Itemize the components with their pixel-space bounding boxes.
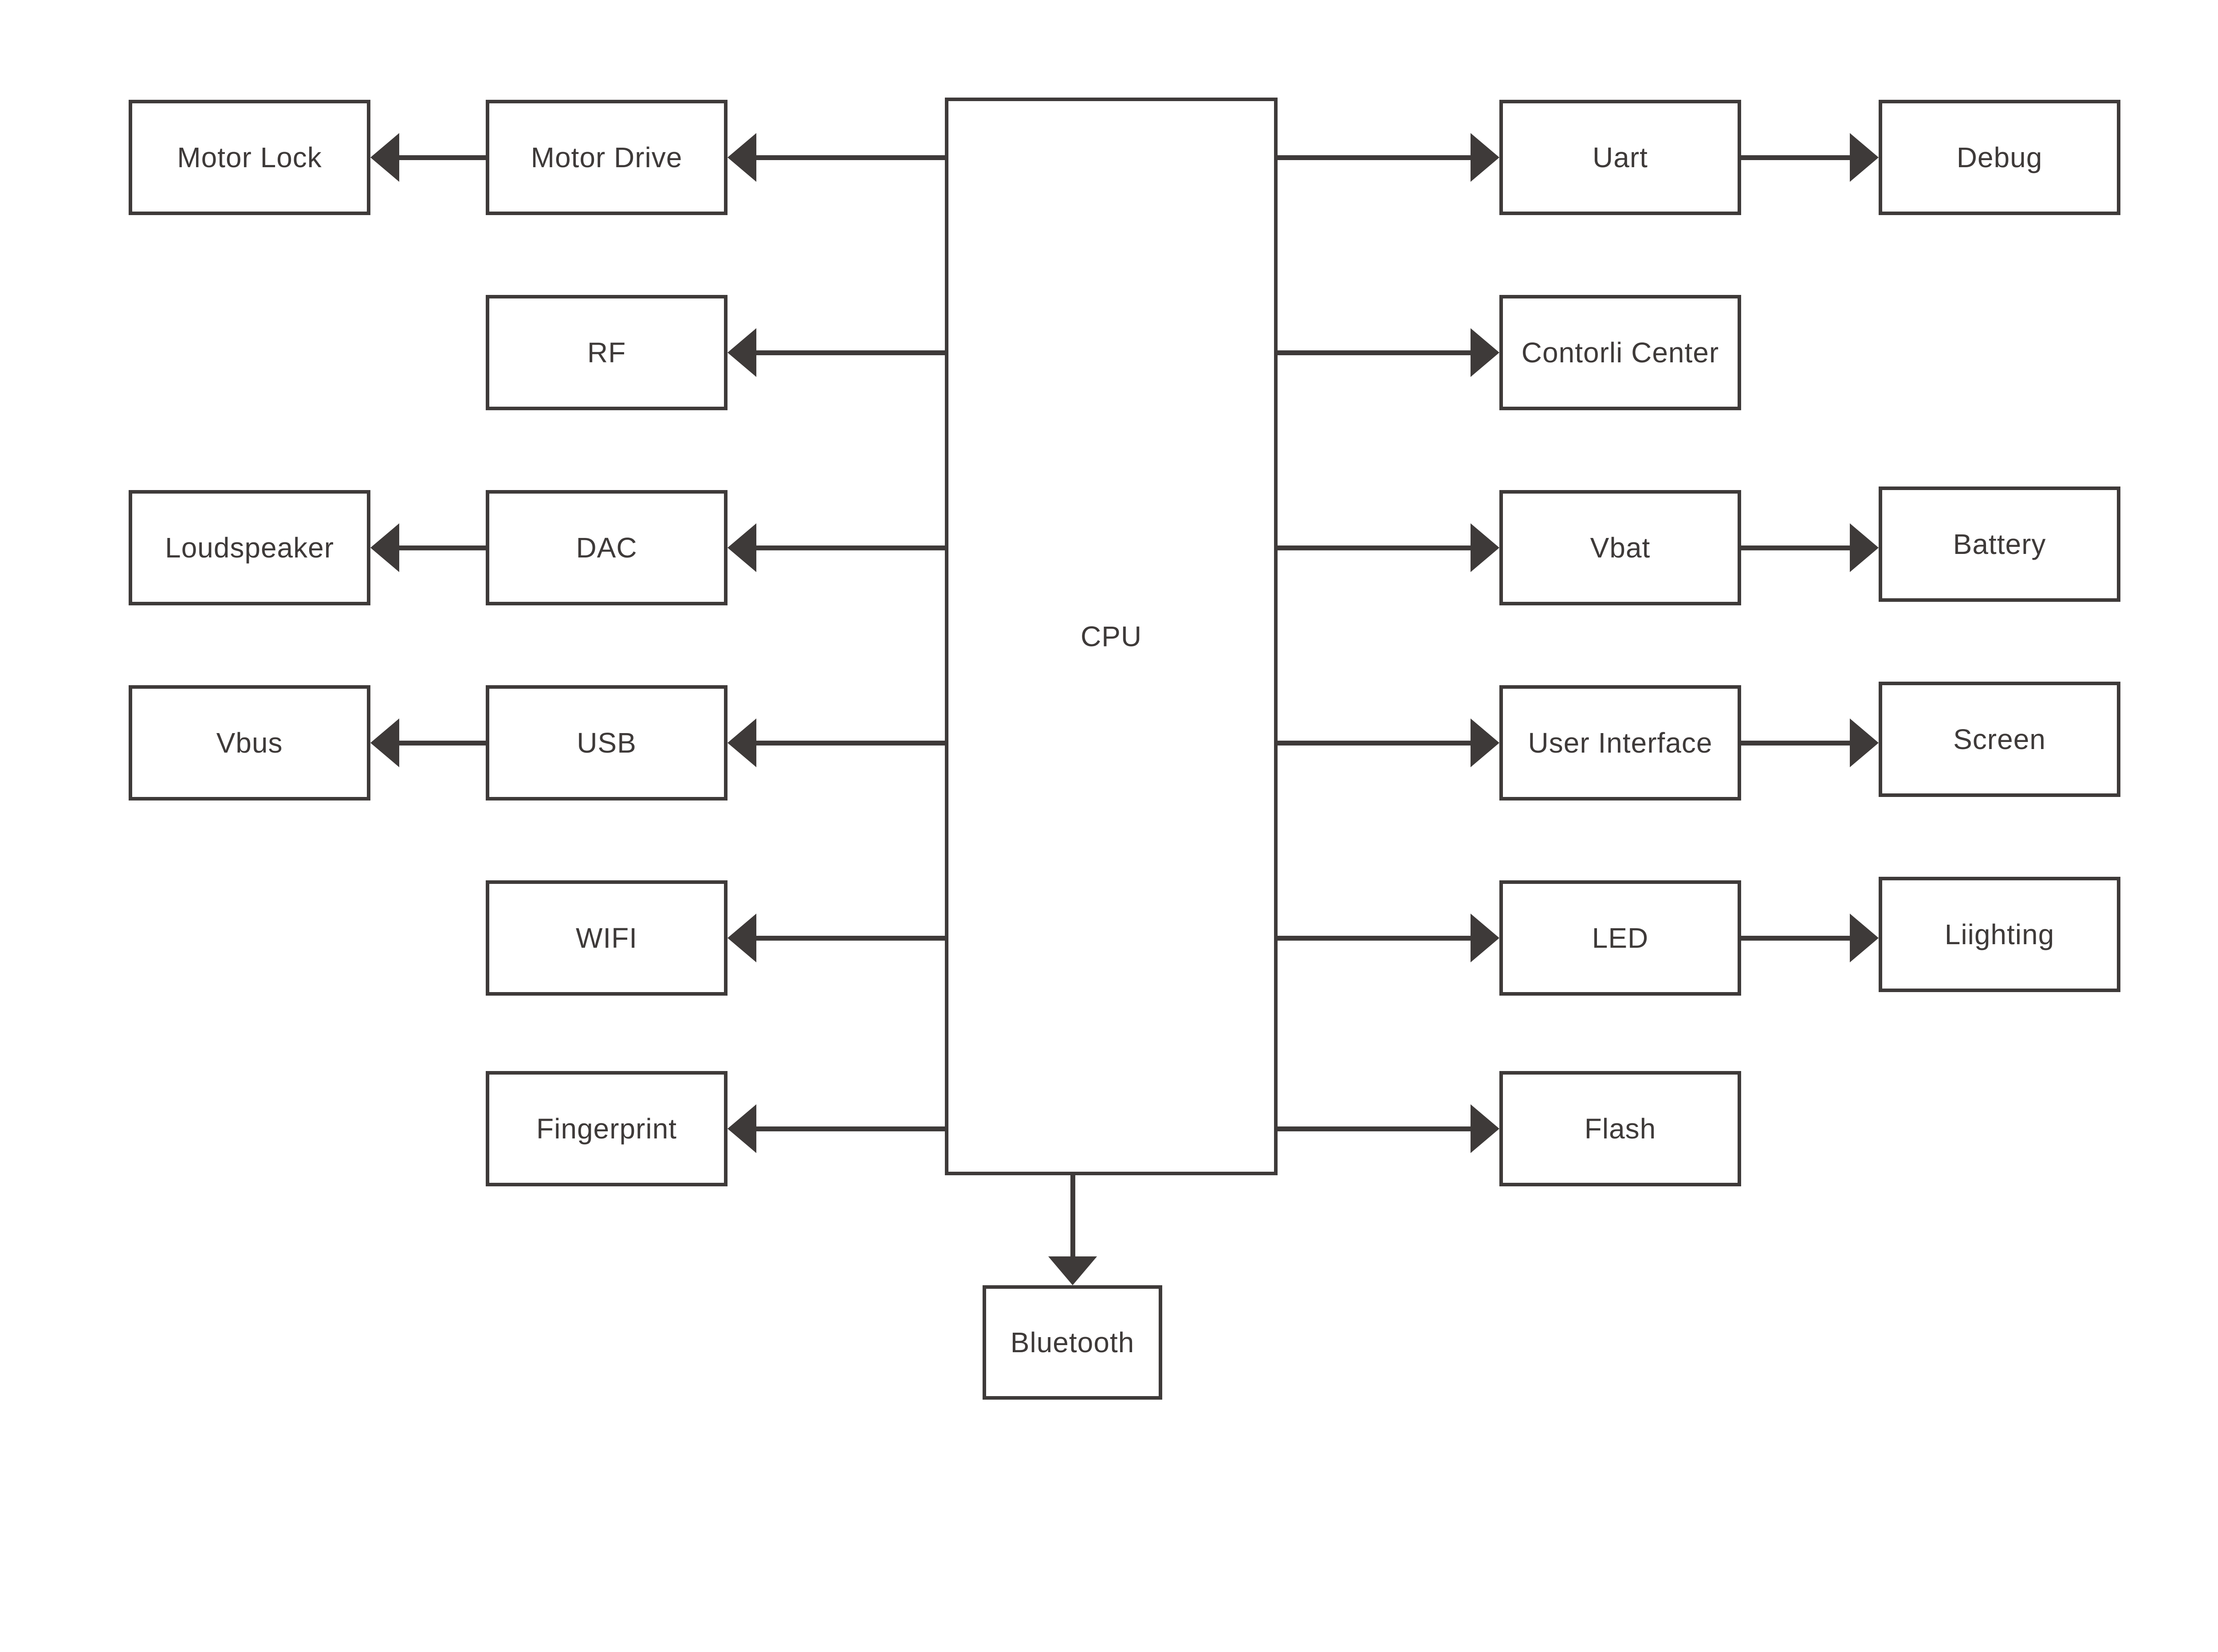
edge-line-cpu-to-uart <box>1278 155 1471 160</box>
node-debug: Debug <box>1879 100 2120 215</box>
edge-line-cpu-to-flash <box>1278 1126 1471 1131</box>
node-rf: RF <box>486 295 728 410</box>
arrowhead-cpu-to-fingerprint <box>728 1104 756 1153</box>
arrowhead-cpu-to-bluetooth <box>1048 1256 1097 1285</box>
node-label-usb: USB <box>577 727 637 759</box>
arrowhead-cpu-to-wifi <box>728 914 756 962</box>
arrowhead-cpu-to-rf <box>728 328 756 377</box>
arrowhead-uart-to-debug <box>1850 133 1879 182</box>
arrowhead-cpu-to-led <box>1471 914 1499 962</box>
node-label-cpu: CPU <box>1080 620 1142 652</box>
node-user-interface: User Interface <box>1499 685 1741 800</box>
arrowhead-cpu-to-motor-drive <box>728 133 756 182</box>
edge-line-cpu-to-fingerprint <box>756 1126 945 1131</box>
edge-line-user-interface-to-screen <box>1741 740 1850 746</box>
edge-line-uart-to-debug <box>1741 155 1850 160</box>
edge-line-cpu-to-contorli-center <box>1278 350 1471 355</box>
node-dac: DAC <box>486 490 728 605</box>
node-contorli-center: Contorli Center <box>1499 295 1741 410</box>
node-label-led: LED <box>1592 922 1649 954</box>
arrowhead-cpu-to-usb <box>728 718 756 767</box>
node-vbat: Vbat <box>1499 490 1741 605</box>
edge-line-dac-to-loudspeaker <box>399 545 486 550</box>
arrowhead-usb-to-vbus <box>370 718 399 767</box>
node-usb: USB <box>486 685 728 800</box>
node-label-vbat: Vbat <box>1590 532 1651 564</box>
arrowhead-user-interface-to-screen <box>1850 718 1879 767</box>
edge-line-cpu-to-bluetooth <box>1070 1175 1075 1256</box>
edge-line-cpu-to-usb <box>756 740 945 746</box>
node-label-battery: Battery <box>1953 528 2046 560</box>
arrowhead-cpu-to-user-interface <box>1471 718 1499 767</box>
arrowhead-cpu-to-flash <box>1471 1104 1499 1153</box>
node-uart: Uart <box>1499 100 1741 215</box>
edge-line-cpu-to-vbat <box>1278 545 1471 550</box>
edge-line-motor-drive-to-motor-lock <box>399 155 486 160</box>
node-screen: Screen <box>1879 682 2120 797</box>
arrowhead-dac-to-loudspeaker <box>370 523 399 572</box>
node-label-user-interface: User Interface <box>1528 727 1713 759</box>
edge-line-usb-to-vbus <box>399 740 486 746</box>
arrowhead-cpu-to-contorli-center <box>1471 328 1499 377</box>
node-motor-lock: Motor Lock <box>129 100 370 215</box>
edge-line-cpu-to-wifi <box>756 935 945 941</box>
edge-line-cpu-to-user-interface <box>1278 740 1471 746</box>
node-label-contorli-center: Contorli Center <box>1521 337 1719 369</box>
node-wifi: WIFI <box>486 880 728 996</box>
node-motor-drive: Motor Drive <box>486 100 728 215</box>
edge-line-cpu-to-motor-drive <box>756 155 945 160</box>
node-battery: Battery <box>1879 487 2120 602</box>
node-label-motor-drive: Motor Drive <box>531 141 683 173</box>
node-cpu: CPU <box>945 98 1278 1175</box>
node-label-screen: Screen <box>1953 723 2046 755</box>
arrowhead-led-to-liighting <box>1850 914 1879 962</box>
node-label-dac: DAC <box>576 532 637 564</box>
node-label-liighting: Liighting <box>1944 918 2055 950</box>
node-label-loudspeaker: Loudspeaker <box>165 532 334 564</box>
node-label-uart: Uart <box>1593 141 1648 173</box>
node-led: LED <box>1499 880 1741 996</box>
edge-line-cpu-to-led <box>1278 935 1471 941</box>
node-vbus: Vbus <box>129 685 370 800</box>
node-label-flash: Flash <box>1584 1113 1656 1145</box>
node-label-rf: RF <box>587 337 626 369</box>
node-label-wifi: WIFI <box>575 922 638 954</box>
edge-line-vbat-to-battery <box>1741 545 1850 550</box>
node-label-motor-lock: Motor Lock <box>177 141 322 173</box>
node-label-fingerprint: Fingerprint <box>536 1113 677 1145</box>
edge-line-cpu-to-rf <box>756 350 945 355</box>
node-flash: Flash <box>1499 1071 1741 1186</box>
node-label-debug: Debug <box>1956 141 2043 173</box>
edge-line-cpu-to-dac <box>756 545 945 550</box>
arrowhead-cpu-to-dac <box>728 523 756 572</box>
node-fingerprint: Fingerprint <box>486 1071 728 1186</box>
node-bluetooth: Bluetooth <box>983 1285 1162 1400</box>
arrowhead-cpu-to-uart <box>1471 133 1499 182</box>
node-liighting: Liighting <box>1879 877 2120 992</box>
arrowhead-vbat-to-battery <box>1850 523 1879 572</box>
node-loudspeaker: Loudspeaker <box>129 490 370 605</box>
arrowhead-motor-drive-to-motor-lock <box>370 133 399 182</box>
edge-line-led-to-liighting <box>1741 935 1850 941</box>
node-label-bluetooth: Bluetooth <box>1010 1326 1135 1358</box>
arrowhead-cpu-to-vbat <box>1471 523 1499 572</box>
node-label-vbus: Vbus <box>216 727 283 759</box>
